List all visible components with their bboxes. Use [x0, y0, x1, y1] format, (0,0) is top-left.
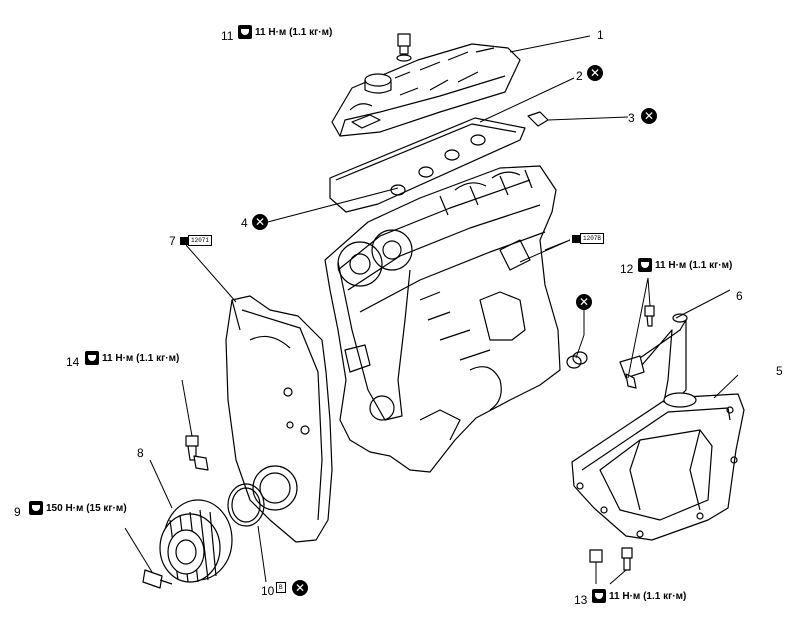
- sealant-icon: [572, 234, 580, 243]
- callout-2: 2: [576, 69, 583, 83]
- oil-pan: [571, 393, 745, 541]
- callout-4: 4: [241, 216, 248, 230]
- oil-strainer: [619, 313, 697, 408]
- sealant-code: 12071: [188, 235, 213, 246]
- bolt-11: [396, 33, 412, 62]
- wrench-torque-icon: [29, 501, 43, 515]
- cylinder-head-cover: [331, 43, 521, 137]
- torque-spec-9: 150 Н·м (15 кг·м): [29, 501, 127, 515]
- leader-lines: [124, 35, 739, 585]
- torque-value: 11 Н·м (1.1 кг·м): [655, 259, 733, 271]
- strainer-o-rings: [566, 351, 588, 369]
- torque-spec-12: 11 Н·м (1.1 кг·м): [638, 258, 732, 272]
- callout-9: 9: [14, 505, 21, 519]
- callout-6: 6: [736, 289, 743, 303]
- callout-3: 3: [628, 111, 635, 125]
- callout-13: 13: [574, 593, 588, 607]
- torque-value: 11 Н·м (1.1 кг·м): [609, 590, 687, 602]
- crankshaft-pulley: [159, 499, 233, 583]
- callout-7: 7: [169, 234, 176, 248]
- engine-block: [324, 165, 561, 473]
- sealant-marker-10: B: [276, 582, 286, 593]
- non-reusable-icon: ✕: [576, 294, 592, 310]
- torque-spec-14: 11 Н·м (1.1 кг·м): [85, 351, 179, 365]
- timing-chain-cover: [225, 295, 333, 543]
- callout-1: 1: [597, 28, 604, 42]
- bolt-13: [589, 547, 633, 571]
- non-reusable-icon: ✕: [292, 580, 308, 596]
- torque-value: 11 Н·м (1.1 кг·м): [255, 26, 333, 38]
- sealant-marker-7: 12071: [180, 235, 213, 246]
- callout-12: 12: [620, 262, 634, 276]
- head-cover-gasket: [329, 117, 526, 213]
- non-reusable-icon: ✕: [252, 214, 268, 230]
- non-reusable-icon: ✕: [587, 65, 603, 81]
- callout-8: 8: [137, 446, 144, 460]
- half-moon-seal: [527, 111, 549, 127]
- callout-11: 11: [221, 29, 234, 43]
- bolt-14: [185, 435, 209, 471]
- pulley-bolt: [142, 569, 173, 589]
- sealant-marker-head: 1207B: [572, 233, 605, 244]
- torque-value: 11 Н·м (1.1 кг·м): [102, 352, 180, 364]
- callout-5: 5: [776, 364, 783, 378]
- non-reusable-icon: ✕: [641, 108, 657, 124]
- front-oil-seal: [227, 483, 265, 527]
- sealant-code: B: [276, 582, 286, 593]
- torque-spec-11: 11 Н·м (1.1 кг·м): [238, 25, 332, 39]
- wrench-torque-icon: [638, 258, 652, 272]
- torque-spec-13: 11 Н·м (1.1 кг·м): [592, 589, 686, 603]
- wrench-torque-icon: [592, 589, 606, 603]
- sealant-code: 1207B: [580, 233, 605, 244]
- wrench-torque-icon: [238, 25, 252, 39]
- wrench-torque-icon: [85, 351, 99, 365]
- callout-14: 14: [66, 355, 80, 369]
- torque-value: 150 Н·м (15 кг·м): [46, 502, 127, 514]
- callout-10: 10: [261, 584, 275, 598]
- sealant-icon: [180, 236, 188, 245]
